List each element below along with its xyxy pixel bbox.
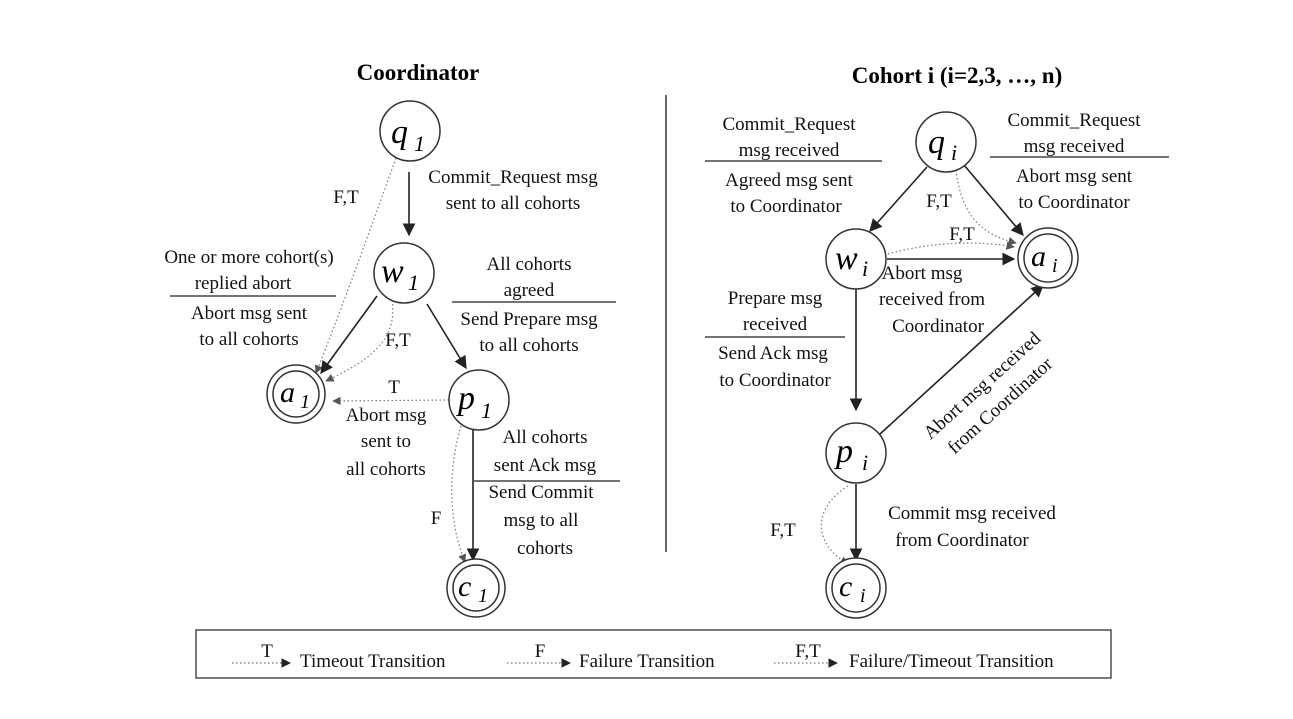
cohort-q-to-w-bottom-1: Agreed msg sent xyxy=(725,170,853,191)
cohort-p-to-a-label: Abort msg received from Coordinator xyxy=(920,328,1058,459)
cohort-state-q-sub: i xyxy=(951,140,957,165)
coord-state-q-sub: 1 xyxy=(414,131,425,156)
coord-state-c-sub: 1 xyxy=(478,585,488,607)
coord-p-to-c-f: F xyxy=(431,508,442,529)
cohort-state-c-label: c xyxy=(839,570,852,603)
coord-w-to-p-bottom-2: to all cohorts xyxy=(479,335,578,356)
coord-p-to-c-bottom-1: Send Commit xyxy=(488,482,594,503)
cohort-state-w-sub: i xyxy=(862,256,868,281)
cohort-title: Cohort i (i=2,3, …, n) xyxy=(852,63,1063,88)
cohort-q-to-a-top-1: Commit_Request xyxy=(1008,110,1142,131)
coord-state-w: w 1 xyxy=(373,242,435,304)
cohort-q-to-a-dotted-arrow xyxy=(955,169,1017,246)
coord-state-w-sub: 1 xyxy=(408,270,419,295)
legend-box xyxy=(195,629,1112,679)
cohort-q-to-w-top-1: Commit_Request xyxy=(723,114,857,135)
cohort-w-to-p-bottom-1: Send Ack msg xyxy=(718,343,828,364)
coord-w-to-p-arrow xyxy=(426,303,467,370)
coord-p-to-a-label-2: sent to xyxy=(361,431,411,452)
cohort-state-p: p i xyxy=(825,422,887,484)
cohort-state-w-label: w xyxy=(835,240,858,277)
cohort-state-q-label: q xyxy=(928,124,945,161)
coord-p-to-c-top-2: sent Ack msg xyxy=(494,455,597,476)
coord-state-c: c 1 xyxy=(446,558,506,618)
cohort-p-to-a-arrow xyxy=(879,284,1044,435)
cohort-q-to-a-bottom-2: to Coordinator xyxy=(1018,192,1130,213)
coord-p-to-c-dotted-arrow xyxy=(451,425,467,563)
coord-state-p-label: p xyxy=(456,380,475,417)
coord-state-a: a 1 xyxy=(266,364,326,424)
cohort-w-to-p-bottom-2: to Coordinator xyxy=(719,370,831,391)
cohort-p-to-c-label-2: from Coordinator xyxy=(895,530,1029,551)
cohort-q-to-a-arrow xyxy=(963,164,1024,236)
cohort-p-to-c-dotted-arrow xyxy=(820,485,849,565)
coord-state-c-label: c xyxy=(458,570,471,603)
coord-state-a-sub: 1 xyxy=(300,391,310,413)
cohort-state-a-sub: i xyxy=(1052,255,1058,277)
cohort-w-to-a-label-3: Coordinator xyxy=(892,316,984,337)
coord-p-to-a-label-3: all cohorts xyxy=(346,459,426,480)
cohort-p-to-c-label-1: Commit msg received xyxy=(888,503,1056,524)
cohort-q-to-a-bottom-1: Abort msg sent xyxy=(1016,166,1133,187)
coord-p-to-c-bottom-3: cohorts xyxy=(517,538,573,559)
coord-q-to-w-label-2: sent to all cohorts xyxy=(446,193,581,214)
cohort-q-to-a-ft: F,T xyxy=(926,191,952,212)
coordinator-title: Coordinator xyxy=(357,60,480,85)
coord-state-p: p 1 xyxy=(448,369,510,431)
cohort-p-to-c-ft: F,T xyxy=(770,520,796,541)
coord-state-q-label: q xyxy=(391,114,408,151)
cohort-w-to-a-ft: F,T xyxy=(949,224,975,245)
legend-failure-label: Failure Transition xyxy=(579,651,715,672)
cohort-q-to-w-bottom-2: to Coordinator xyxy=(730,196,842,217)
cohort-state-w: w i xyxy=(825,228,887,290)
cohort-w-to-a-label-1: Abort msg xyxy=(882,263,963,284)
coord-w-to-a-top-2: replied abort xyxy=(195,273,292,294)
coord-w-to-a-arrow xyxy=(320,295,378,375)
coord-state-q: q 1 xyxy=(379,100,441,162)
legend-failure-mark: F xyxy=(535,641,546,662)
cohort-w-to-a-label-2: received from xyxy=(879,289,985,310)
coord-q-to-a-dotted-arrow xyxy=(314,157,397,374)
coord-w-to-a-top-1: One or more cohort(s) xyxy=(164,247,333,268)
coord-q-to-a-ft: F,T xyxy=(333,187,359,208)
cohort-q-to-w-arrow xyxy=(869,166,928,232)
cohort-q-to-a-top-2: msg received xyxy=(1024,136,1125,157)
cohort-state-c-sub: i xyxy=(860,585,866,607)
cohort-state-a: a i xyxy=(1017,227,1079,289)
cohort-w-to-p-top-2: received xyxy=(743,314,808,335)
coord-p-to-c-bottom-2: msg to all xyxy=(504,510,579,531)
coord-w-to-a-bottom-1: Abort msg sent xyxy=(191,303,308,324)
cohort-state-c: c i xyxy=(825,557,887,619)
cohort-q-to-w-top-2: msg received xyxy=(739,140,840,161)
legend-timeout-label: Timeout Transition xyxy=(300,651,446,672)
coord-p-to-a-label-1: Abort msg xyxy=(346,405,427,426)
coord-q-to-w-label-1: Commit_Request msg xyxy=(428,167,598,188)
legend-ft-mark: F,T xyxy=(795,641,821,662)
coord-p-to-a-t: T xyxy=(388,377,400,398)
cohort-w-to-a-dotted-arrow xyxy=(883,241,1015,256)
coord-state-p-sub: 1 xyxy=(481,398,492,423)
coord-state-w-label: w xyxy=(381,253,404,290)
coord-w-to-p-bottom-1: Send Prepare msg xyxy=(460,309,598,330)
coord-w-to-p-top-2: agreed xyxy=(504,280,555,301)
coord-w-to-a-ft: F,T xyxy=(385,330,411,351)
coord-w-to-a-dotted-arrow xyxy=(325,299,394,382)
legend-ft-label: Failure/Timeout Transition xyxy=(849,651,1054,672)
cohort-w-to-p-top-1: Prepare msg xyxy=(728,288,823,309)
coord-w-to-a-bottom-2: to all cohorts xyxy=(199,329,298,350)
coord-p-to-c-top-1: All cohorts xyxy=(503,427,588,448)
cohort-state-q: q i xyxy=(915,111,977,173)
coord-p-to-a-dotted-arrow xyxy=(332,396,450,406)
cohort-state-p-sub: i xyxy=(862,450,868,475)
coord-state-a-label: a xyxy=(280,376,295,409)
legend-timeout-mark: T xyxy=(261,641,273,662)
cohort-state-p-label: p xyxy=(834,433,853,470)
coord-w-to-p-top-1: All cohorts xyxy=(487,254,572,275)
legend: T Timeout Transition F Failure Transitio… xyxy=(195,629,1112,679)
cohort-state-a-label: a xyxy=(1031,240,1046,273)
